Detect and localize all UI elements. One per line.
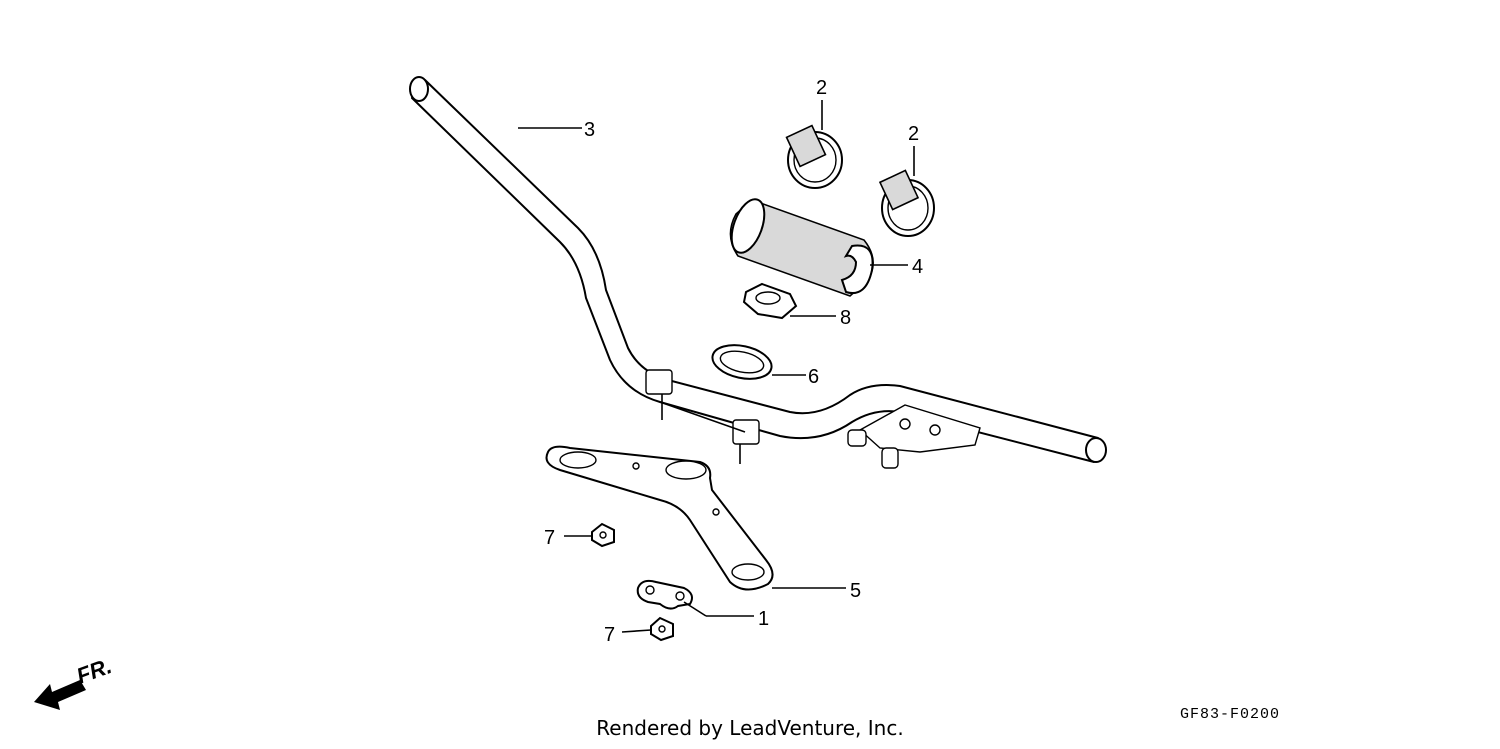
leader-lines — [518, 100, 915, 633]
front-label: FR. — [73, 653, 115, 689]
callout-3: 3 — [584, 119, 595, 141]
nut-small-upper — [591, 522, 615, 548]
callout-7-lower: 7 — [604, 624, 615, 646]
callout-6: 6 — [808, 366, 819, 388]
diagram-code: GF83-F0200 — [1180, 706, 1281, 723]
callout-8: 8 — [840, 307, 851, 329]
callout-1: 1 — [758, 608, 769, 630]
callout-5: 5 — [850, 580, 861, 602]
nut — [742, 282, 798, 320]
callout-labels: 3 2 2 4 8 6 7 5 1 7 — [544, 77, 923, 646]
callout-7-upper: 7 — [544, 527, 555, 549]
callout-2-right: 2 — [908, 123, 919, 145]
washer — [711, 344, 773, 380]
cover-sleeve — [729, 198, 874, 297]
front-direction-marker: FR. — [34, 653, 115, 710]
callout-2-left: 2 — [816, 77, 827, 99]
lever-bracket — [847, 404, 981, 469]
handlebar — [409, 76, 1107, 463]
front-arrow-icon — [34, 680, 86, 710]
band-left — [785, 124, 843, 189]
callout-4: 4 — [912, 256, 923, 278]
upper-holder — [545, 445, 774, 591]
mount-clamps — [645, 369, 760, 464]
credit-footer: Rendered by LeadVenture, Inc. — [596, 716, 904, 740]
nut-small-lower — [650, 616, 674, 642]
clamp-plate — [636, 579, 693, 610]
band-right — [878, 169, 935, 237]
